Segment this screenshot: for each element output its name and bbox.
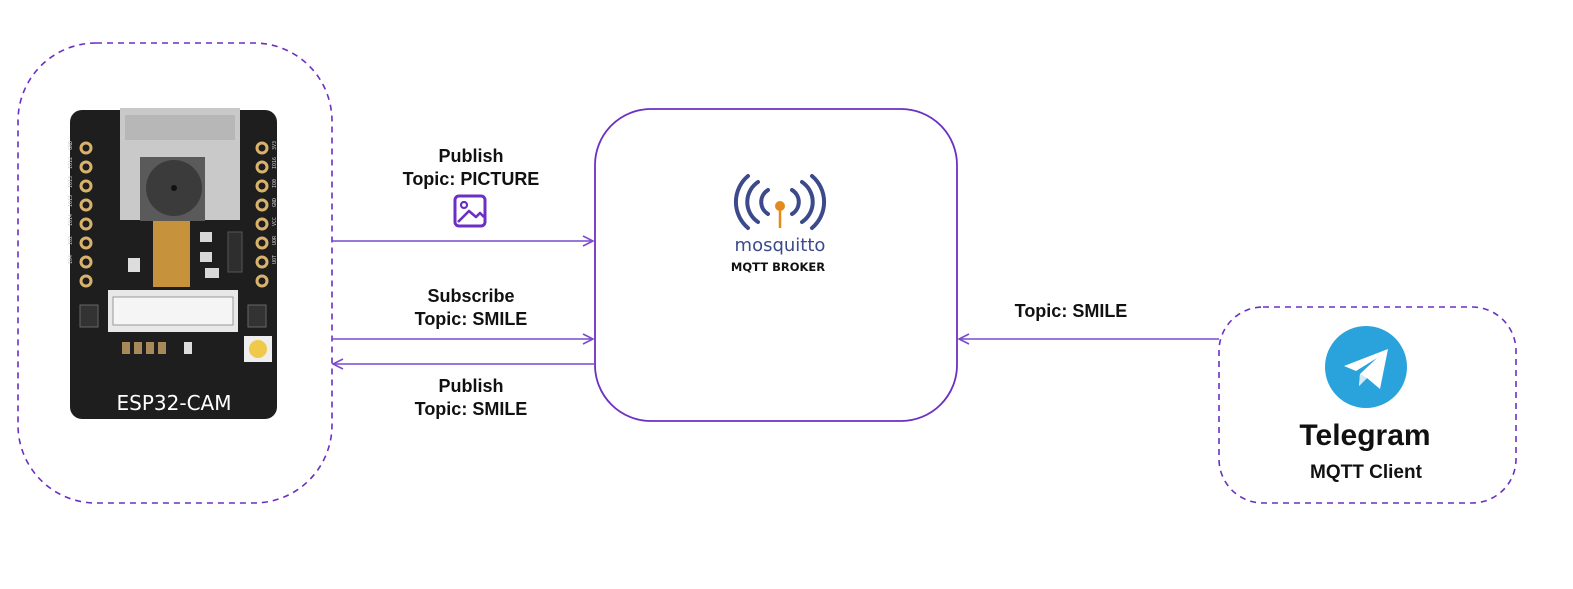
- telegram-subtitle: MQTT Client: [1310, 462, 1423, 483]
- label-telegram-smile: Topic: SMILE: [996, 300, 1146, 323]
- pin-label-left-6: IO4: [68, 255, 74, 264]
- telegram-title: Telegram: [1299, 419, 1430, 452]
- broker-box: [594, 108, 958, 422]
- esp32-pins-right: [255, 141, 269, 288]
- pin-label-right-5: UOR: [272, 235, 278, 245]
- telegram-container: [1218, 306, 1517, 504]
- pin-label-left-4: IO14: [68, 214, 74, 226]
- telegram-logo-icon: [1325, 326, 1407, 408]
- esp32-label: ESP32-CAM: [117, 391, 232, 415]
- pin-label-left-3: IO15: [68, 195, 74, 207]
- label-subscribe-smile-topic: Topic: SMILE: [414, 309, 528, 329]
- esp32-container: [17, 42, 333, 504]
- broker-subtitle: MQTT BROKER: [731, 260, 825, 274]
- label-publish-picture-topic: Topic: PICTURE: [402, 169, 540, 189]
- pin-label-right-3: GND: [272, 198, 278, 207]
- pin-label-right-2: IO0: [272, 179, 278, 188]
- pin-label-left-2: IO13: [68, 176, 74, 188]
- image-icon: [453, 194, 487, 228]
- label-publish-smile: Publish Topic: SMILE: [386, 375, 556, 421]
- mosquitto-logo-icon: mosquitto: [733, 174, 827, 256]
- pin-label-right-1: IO16: [272, 157, 278, 169]
- label-subscribe-smile-action: Subscribe: [427, 286, 515, 306]
- label-publish-smile-topic: Topic: SMILE: [414, 399, 528, 419]
- pin-label-left-5: IO2: [68, 236, 74, 245]
- label-telegram-smile-topic: Topic: SMILE: [1014, 301, 1128, 321]
- label-publish-picture-action: Publish: [438, 146, 504, 166]
- esp32-board: GND IO12 IO13 IO15 IO14 IO2 IO4 3V3 IO16…: [68, 108, 278, 419]
- pin-label-left-1: IO12: [68, 157, 74, 169]
- label-subscribe-smile: Subscribe Topic: SMILE: [386, 285, 556, 331]
- label-publish-picture: Publish Topic: PICTURE: [386, 145, 556, 191]
- mosquitto-logo-text: mosquitto: [735, 235, 826, 256]
- pin-label-left-0: GND: [68, 141, 74, 150]
- pin-label-right-4: VCC: [272, 217, 278, 226]
- pin-label-right-6: UOT: [272, 255, 278, 264]
- label-publish-smile-action: Publish: [438, 376, 504, 396]
- pin-label-right-0: 3V3: [272, 141, 278, 150]
- esp32-pins-left: [79, 141, 93, 288]
